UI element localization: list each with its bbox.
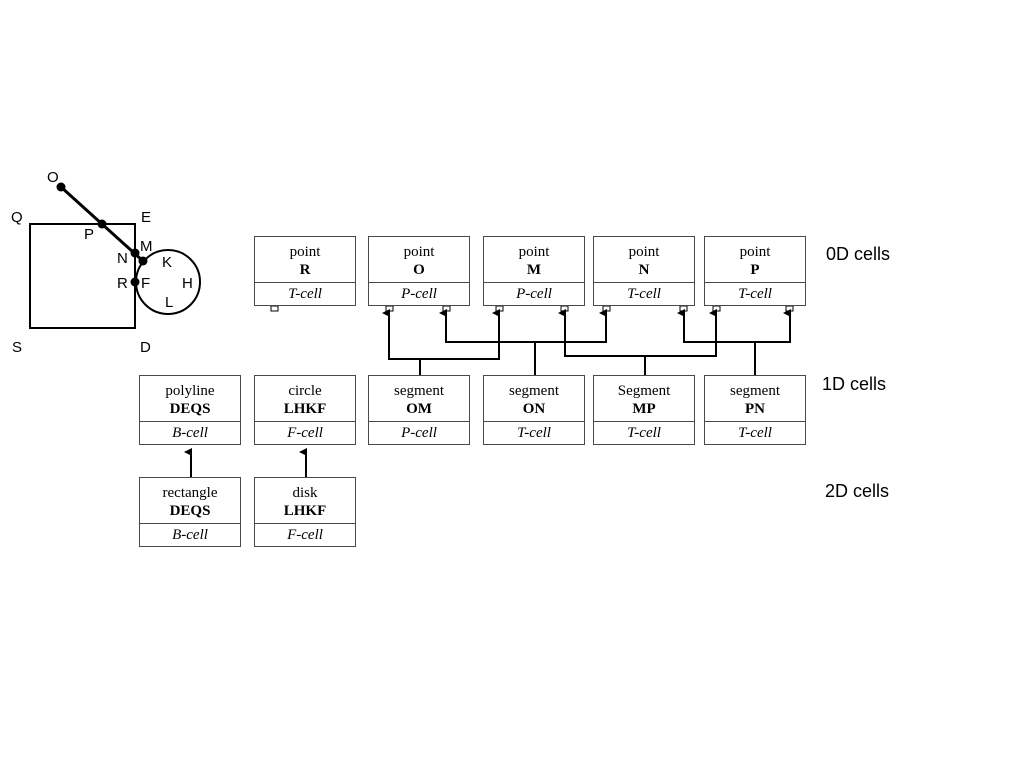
cell-name: R [299,262,311,278]
label-M: M [140,238,153,255]
label-L: L [165,294,173,311]
port [442,305,451,312]
cell-kind: segment [394,383,444,399]
cell-kind: polyline [165,383,215,399]
connector-MP-M [558,309,646,375]
cell-type: T-cell [627,425,661,441]
level-label-1d: 1D cells [822,374,887,394]
cell-type: T-cell [288,286,322,302]
port [679,305,688,312]
port [712,305,721,312]
cell-type: T-cell [517,425,551,441]
connector-ON-O [439,309,536,375]
cell-name: ON [522,401,546,417]
point-O-dot [56,182,66,192]
port [270,305,279,312]
cell-kind: segment [730,383,780,399]
connector-PN-N [677,309,756,375]
point-P-dot [97,219,107,229]
cell-name: MP [632,401,656,417]
cell-kind: point [518,244,550,260]
cell-kind: circle [288,383,322,399]
cell-name: P [750,262,760,278]
label-F: F [141,275,150,292]
cell-name: M [526,262,542,278]
label-R: R [117,275,128,292]
port [560,305,569,312]
cell-type: B-cell [172,425,208,441]
connectors [184,309,791,477]
cell-type: T-cell [738,286,772,302]
point-F-dot [130,277,140,287]
point-M-dot [138,256,148,266]
connector-PN-P [755,309,791,343]
level-label-0d: 0D cells [826,244,891,264]
level-label-2d: 2D cells [825,481,890,501]
port [385,305,394,312]
port [785,305,794,312]
cell-kind: point [403,244,435,260]
cell-type: F-cell [287,425,323,441]
cell-ports [270,305,794,312]
cell-type: P-cell [516,286,552,302]
cell-type: P-cell [401,425,437,441]
cell-name: DEQS [169,401,211,417]
label-K: K [162,254,172,271]
label-Q: Q [11,209,23,226]
cell-kind: rectangle [162,485,218,501]
rectangle-shape [29,223,136,329]
connector-ON-N [535,309,607,343]
cell-type: T-cell [738,425,772,441]
label-E: E [141,209,151,226]
point-N-dot [130,248,140,258]
cell-type: T-cell [627,286,661,302]
label-N: N [117,250,128,267]
label-P: P [84,226,94,243]
cell-name: O [413,262,425,278]
cell-type: F-cell [287,527,323,543]
label-O: O [47,169,59,186]
label-S: S [12,339,22,356]
connector-OM-O [382,309,421,375]
cell-name: DEQS [169,503,211,519]
geometry-figure: O P M N F R K H L Q E S D [11,169,201,356]
cell-name: OM [406,401,432,417]
cell-name: N [638,262,650,278]
connector-OM-M [420,309,500,360]
cell-kind: Segment [617,383,671,399]
connector-MP-P [645,309,717,357]
port [602,305,611,312]
label-D: D [140,339,151,356]
label-H: H [182,275,193,292]
cell-name: LHKF [283,401,327,417]
cell-name: LHKF [283,503,327,519]
cell-kind: point [628,244,660,260]
cell-type: B-cell [172,527,208,543]
cell-type: P-cell [401,286,437,302]
cell-kind: point [289,244,321,260]
cell-name: PN [745,401,765,417]
cell-kind: point [739,244,771,260]
cell-kind: disk [292,485,318,501]
port [495,305,504,312]
cell-kind: segment [509,383,559,399]
